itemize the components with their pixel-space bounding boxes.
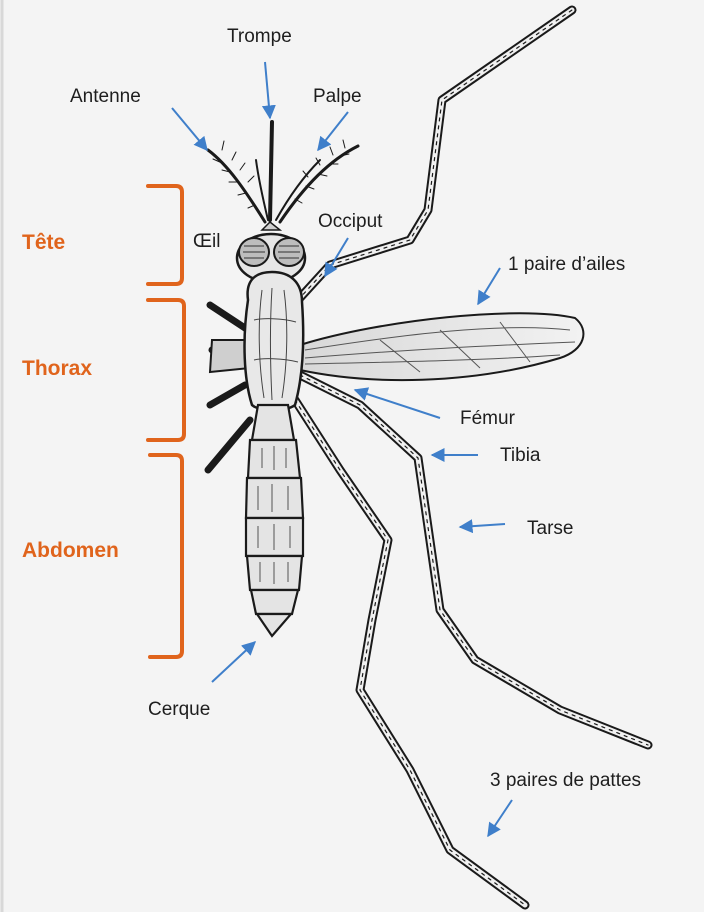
arrow-antenne — [172, 108, 207, 150]
arrow-cerque — [212, 642, 255, 682]
bracket-abdomen — [150, 455, 182, 657]
label-cerque: Cerque — [148, 700, 210, 719]
label-abdomen: Abdomen — [22, 540, 119, 561]
abdomen — [246, 405, 303, 636]
label-tibia: Tibia — [500, 446, 540, 465]
thorax — [245, 272, 304, 410]
head-appendages — [207, 122, 358, 222]
arrow-tarse — [460, 524, 505, 527]
hind-right-leg — [295, 400, 525, 905]
proboscis — [270, 122, 272, 220]
cerci — [257, 614, 291, 636]
right-palp — [276, 160, 320, 220]
arrow-trompe — [265, 62, 270, 118]
label-oeil: Œil — [193, 232, 220, 251]
right-wing — [300, 313, 583, 380]
label-tete: Tête — [22, 232, 65, 253]
mid-right-leg — [300, 375, 648, 745]
label-femur: Fémur — [460, 409, 515, 428]
label-pattes: 3 paires de pattes — [490, 771, 641, 790]
label-thorax: Thorax — [22, 358, 92, 379]
label-antenne: Antenne — [70, 87, 141, 106]
arrow-palpe — [318, 112, 348, 150]
bracket-head — [148, 186, 182, 284]
body-part-brackets — [148, 186, 184, 657]
label-tarse: Tarse — [527, 519, 573, 538]
label-ailes: 1 paire d’ailes — [508, 255, 625, 274]
label-occiput: Occiput — [318, 212, 382, 231]
arrow-ailes — [478, 268, 500, 304]
arrow-pattes — [488, 800, 512, 836]
label-palpe: Palpe — [313, 87, 362, 106]
bracket-thorax — [148, 300, 184, 440]
label-trompe: Trompe — [227, 27, 292, 46]
